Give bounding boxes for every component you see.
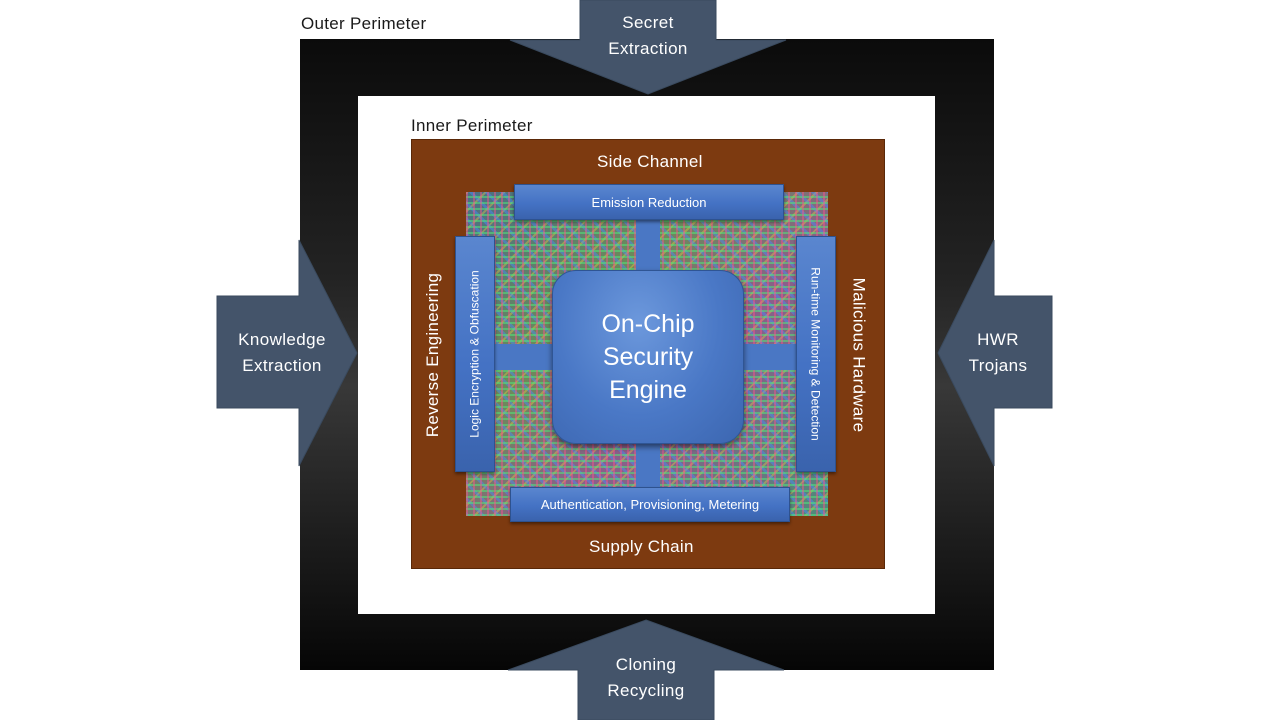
cloning-recycling-line-2: Recycling: [607, 681, 685, 700]
engine-line-2: Security: [602, 342, 694, 371]
inner-perimeter-label: Inner Perimeter: [411, 116, 533, 135]
cloning-recycling-line-1: Cloning: [615, 655, 677, 674]
runtime-monitoring-bar: Run-time Monitoring & Detection: [796, 236, 836, 472]
logic-encryption-bar: Logic Encryption & Obfuscation: [455, 236, 495, 472]
cloning-recycling-arrow: [507, 619, 785, 720]
hwr-trojans-label: HWR Trojans: [950, 327, 1046, 379]
secret-extraction-label: Secret Extraction: [580, 10, 716, 62]
outer-perimeter-label: Outer Perimeter: [301, 14, 427, 33]
runtime-monitoring-label: Run-time Monitoring & Detection: [809, 267, 824, 441]
secret-extraction-line-2: Extraction: [608, 39, 688, 58]
authentication-provisioning-metering-bar: Authentication, Provisioning, Metering: [510, 487, 790, 522]
reverse-engineering-label-box: Reverse Engineering: [420, 240, 446, 470]
cloning-recycling-label: Cloning Recycling: [578, 652, 714, 704]
knowledge-extraction-line-2: Extraction: [242, 356, 322, 375]
on-chip-security-engine: On-Chip Security Engine: [552, 270, 744, 444]
malicious-hardware-label-box: Malicious Hardware: [845, 240, 871, 470]
engine-line-3: Engine: [609, 375, 687, 404]
hwr-trojans-arrow: [937, 239, 1053, 467]
emission-reduction-bar: Emission Reduction: [514, 184, 784, 220]
logic-encryption-label: Logic Encryption & Obfuscation: [468, 270, 482, 438]
knowledge-extraction-line-1: Knowledge: [238, 330, 326, 349]
secret-extraction-line-1: Secret: [622, 13, 674, 32]
hwr-trojans-line-2: Trojans: [968, 356, 1028, 375]
knowledge-extraction-arrow: [216, 239, 358, 467]
hwr-trojans-line-1: HWR: [977, 330, 1019, 349]
side-channel-label: Side Channel: [597, 152, 703, 171]
secret-extraction-arrow: [509, 0, 787, 95]
reverse-engineering-label: Reverse Engineering: [423, 272, 442, 438]
knowledge-extraction-label: Knowledge Extraction: [218, 327, 346, 379]
supply-chain-label: Supply Chain: [589, 537, 694, 556]
malicious-hardware-label: Malicious Hardware: [849, 277, 868, 433]
engine-line-1: On-Chip: [601, 309, 695, 338]
